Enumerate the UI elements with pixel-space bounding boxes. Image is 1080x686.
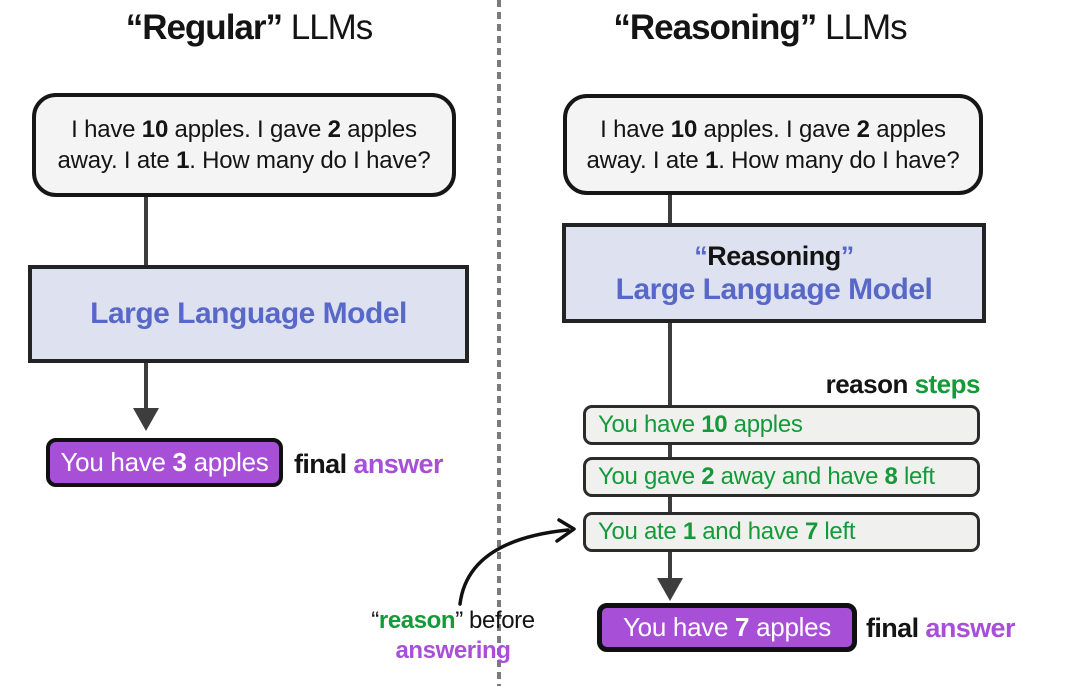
arrow-down-left-icon — [133, 408, 159, 431]
reason-before-answering-annotation: “reason” before answering — [371, 607, 535, 664]
final-answer-label-left: final answer — [294, 449, 443, 479]
divider-dashed-line — [497, 0, 501, 686]
final-answer-label-right: final answer — [866, 613, 1015, 643]
reason-step-1: You have 10 apples — [583, 405, 980, 445]
answer-text-left: You have 3 apples — [60, 447, 269, 477]
reason-step-3: You ate 1 and have 7 left — [583, 512, 980, 552]
prompt-box-right: I have 10 apples. I gave 2 apples away. … — [563, 94, 983, 195]
llm-box-left: Large Language Model — [28, 265, 469, 363]
reason-steps-label: reason steps — [825, 369, 981, 399]
left-title-quoted: “Regular” — [125, 8, 283, 47]
left-title-rest: LLMs — [282, 8, 374, 47]
right-column-title: “Reasoning” LLMs — [498, 8, 1022, 56]
left-column-title: “Regular” LLMs — [0, 8, 498, 56]
answer-box-right: You have 7 apples — [597, 603, 857, 652]
right-title-quoted: “Reasoning” — [613, 8, 817, 47]
answer-box-left: You have 3 apples — [46, 438, 283, 487]
right-title-rest: LLMs — [816, 8, 908, 47]
llm-box-right-label: Large Language Model — [615, 273, 933, 306]
prompt-text-left: I have 10 apples. I gave 2 apples away. … — [57, 116, 431, 174]
answer-text-right: You have 7 apples — [623, 612, 831, 642]
llm-box-right-name: “Reasoning” — [694, 241, 854, 271]
reason-step-2: You gave 2 away and have 8 left — [583, 457, 980, 497]
curved-arrowhead-icon — [555, 518, 576, 543]
curved-arrow — [458, 528, 570, 606]
arrow-down-right-icon — [657, 578, 683, 601]
prompt-box-left: I have 10 apples. I gave 2 apples away. … — [32, 93, 456, 197]
llm-box-left-label: Large Language Model — [90, 297, 407, 330]
prompt-text-right: I have 10 apples. I gave 2 apples away. … — [586, 115, 960, 174]
llm-box-right: “Reasoning” Large Language Model — [562, 223, 986, 323]
